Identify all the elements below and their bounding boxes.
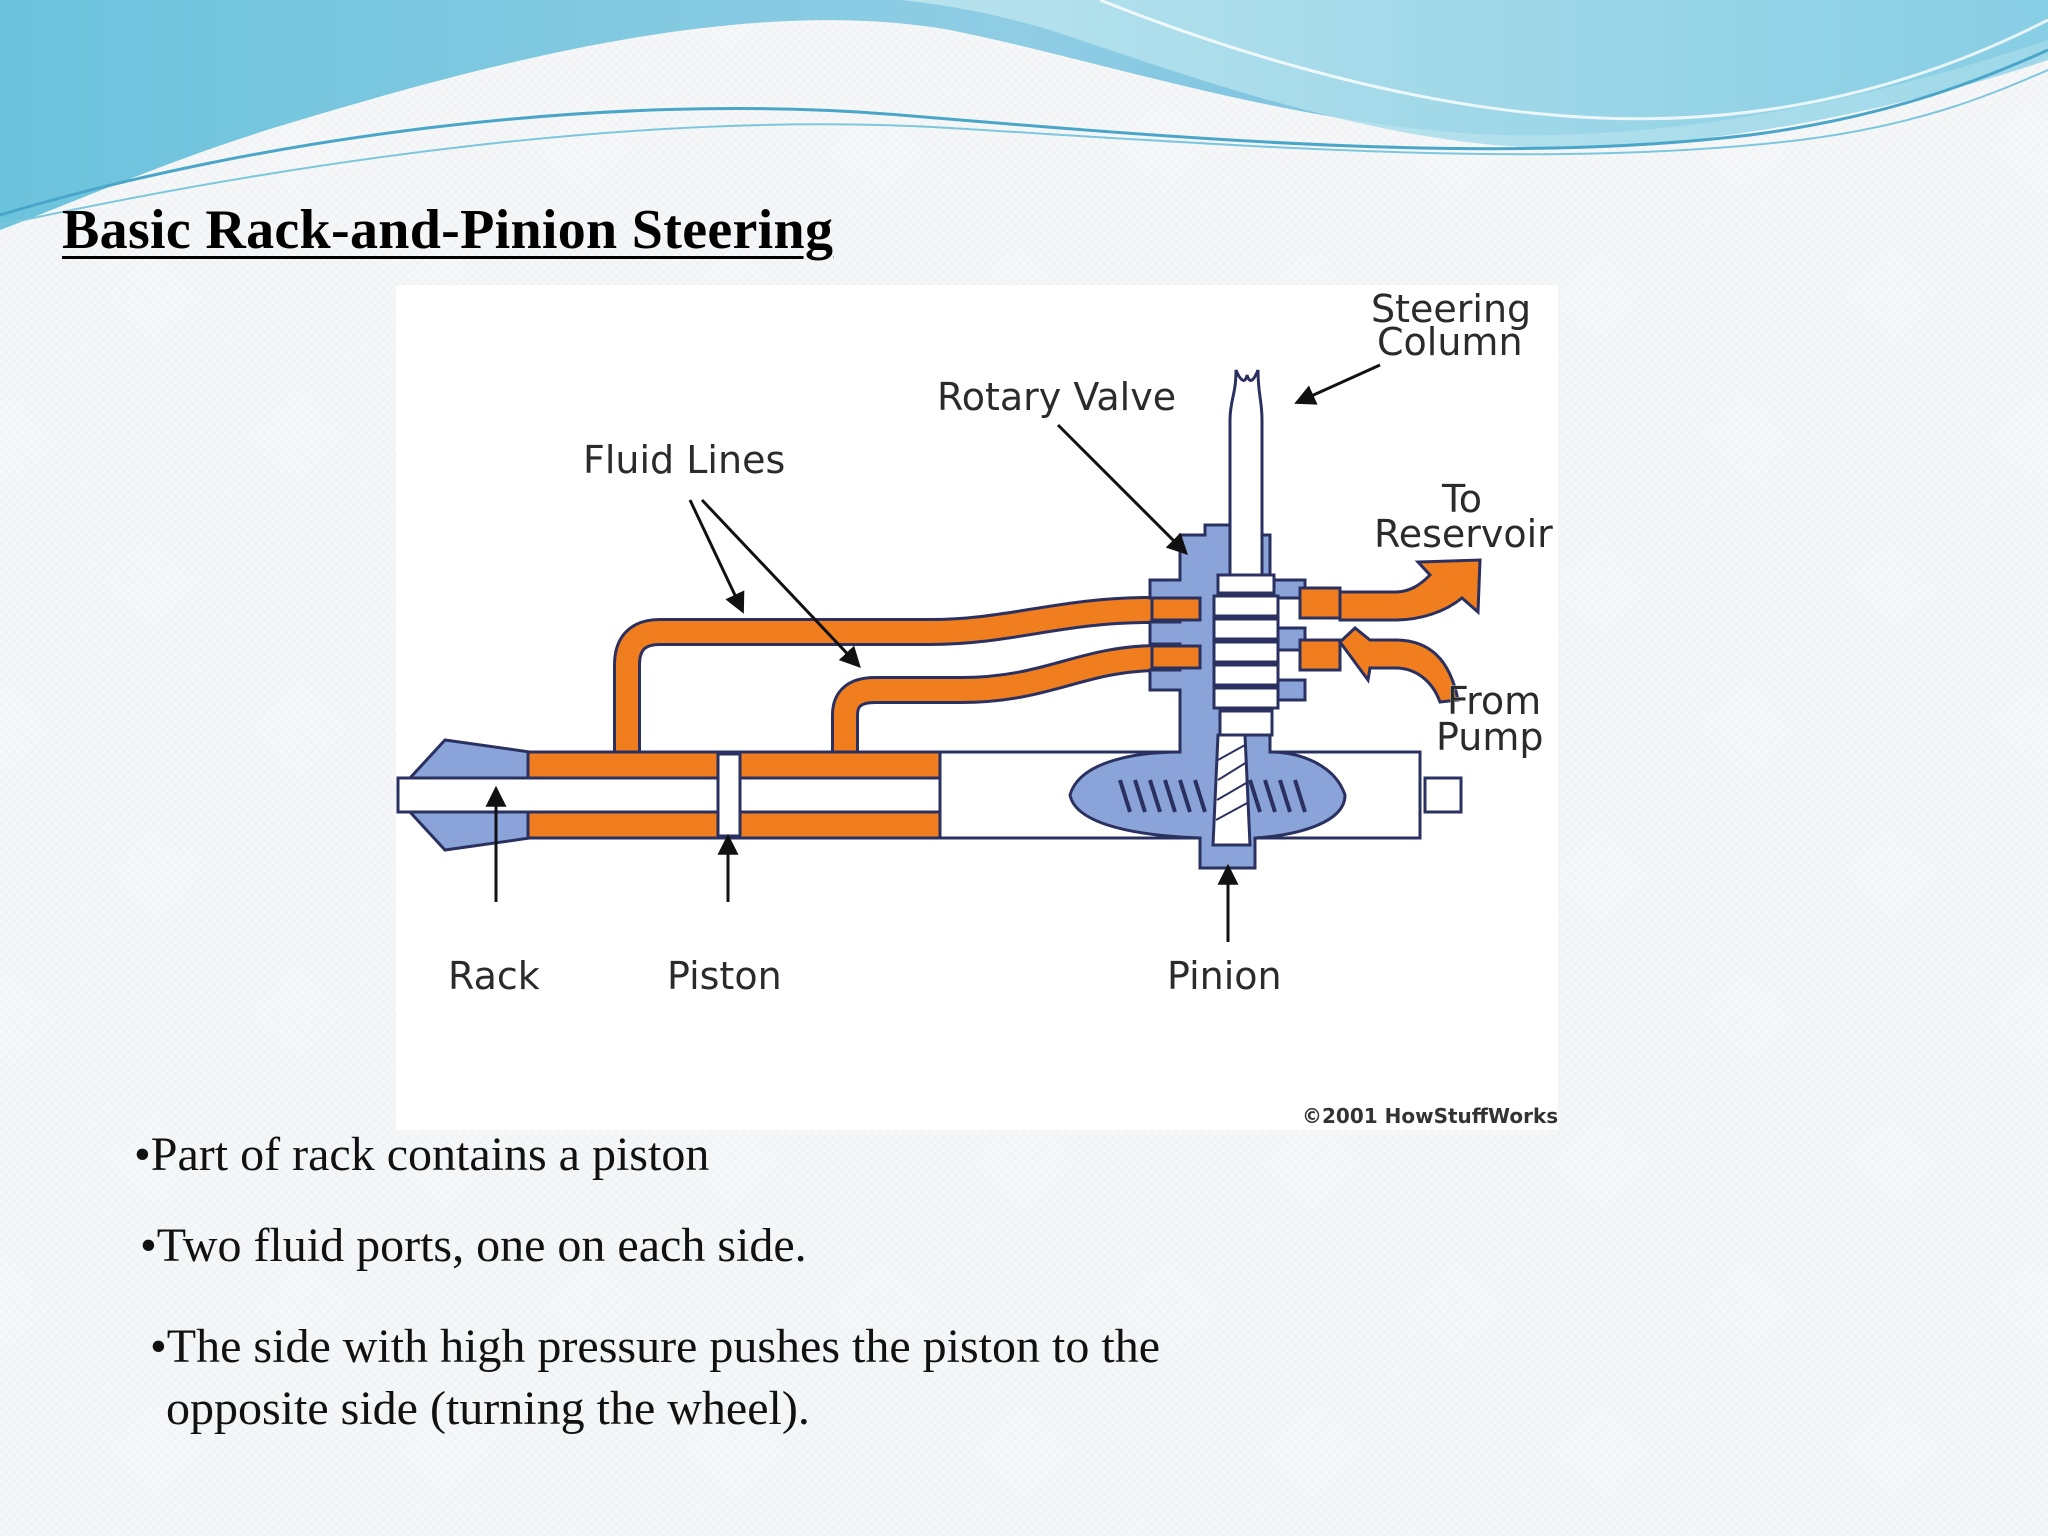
piston xyxy=(716,752,742,838)
label-rack: Rack xyxy=(448,954,540,998)
rack-teeth xyxy=(1118,779,1307,813)
from-pump-arrow xyxy=(1338,626,1460,704)
rack-end-right xyxy=(1423,776,1463,814)
to-reservoir-arrow xyxy=(1338,558,1482,622)
diagram-canvas: Steering Column Rotary Valve Fluid Lines… xyxy=(396,287,1558,1128)
slide-title: Basic Rack-and-Pinion Steering xyxy=(62,199,834,261)
fluid-line-lower xyxy=(831,644,1190,765)
bullet-item-3-line1: •The side with high pressure pushes the … xyxy=(150,1320,1160,1373)
wave-header-decoration xyxy=(0,0,2048,230)
bullet-item-3-line2: opposite side (turning the wheel). xyxy=(166,1382,810,1435)
image-credit: ©2001 HowStuffWorks xyxy=(1302,1104,1558,1128)
pinion-housing xyxy=(1068,523,1347,870)
label-pinion: Pinion xyxy=(1167,954,1282,998)
rack-and-pinion-diagram: Steering Column Rotary Valve Fluid Lines… xyxy=(396,285,1558,1130)
label-from-pump-line1: From xyxy=(1447,679,1541,723)
label-from-pump-line2: Pump xyxy=(1436,715,1543,759)
steering-column-shaft xyxy=(1228,369,1264,577)
valve-ports-left xyxy=(1150,596,1202,670)
label-to-reservoir-line1: To xyxy=(1441,477,1482,521)
label-steering-column-line2: Column xyxy=(1377,320,1523,364)
label-piston: Piston xyxy=(667,954,782,998)
bullet-item-1: •Part of rack contains a piston xyxy=(134,1128,710,1181)
rotary-valve-body xyxy=(1212,573,1280,737)
label-steering-column-line1: Steering xyxy=(1371,287,1531,331)
bullet-item-3: •The side with high pressure pushes the … xyxy=(150,1316,1350,1440)
fluid-line-upper xyxy=(613,596,1190,765)
bullet-item-2: •Two fluid ports, one on each side. xyxy=(140,1219,807,1272)
label-fluid-lines: Fluid Lines xyxy=(583,438,785,482)
leader-arrows xyxy=(485,363,1381,942)
valve-ports-right xyxy=(1298,586,1342,672)
label-to-reservoir-line2: Reservoir xyxy=(1374,512,1553,556)
label-rotary-valve: Rotary Valve xyxy=(937,375,1176,419)
